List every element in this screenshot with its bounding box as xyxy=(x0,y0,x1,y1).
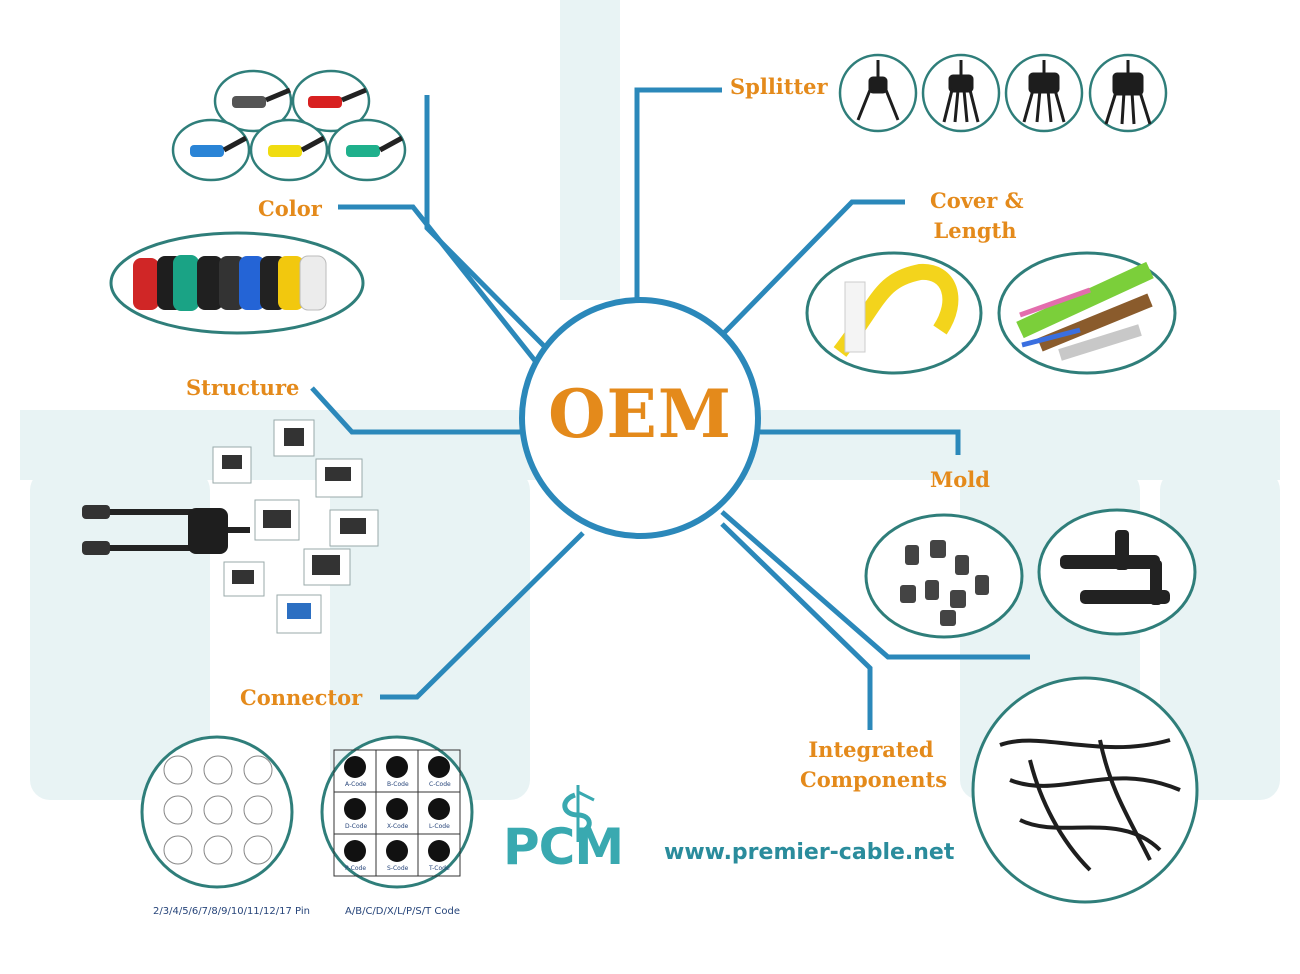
code-x: X-Code xyxy=(387,823,409,830)
code-t: T-Code xyxy=(429,865,450,872)
code-c: C-Code xyxy=(429,781,451,788)
line-splitter xyxy=(634,87,722,300)
integrated-label-line1: Integrated xyxy=(808,737,934,762)
mold-label: Mold xyxy=(930,467,990,492)
line-color-b xyxy=(338,204,538,364)
harness-image xyxy=(971,676,1199,904)
oem-title: OEM xyxy=(548,375,732,453)
branch-lines xyxy=(310,87,1030,730)
spool-rolls xyxy=(133,255,327,311)
website-url[interactable]: www.premier-cable.net xyxy=(664,840,955,865)
cover-length-label-line2: Length xyxy=(933,218,1017,244)
pins-caption: 2/3/4/5/6/7/8/9/10/11/12/17 Pin xyxy=(153,906,310,917)
line-cover xyxy=(720,199,905,337)
code-s: S-Code xyxy=(387,865,409,872)
codes-caption: A/B/C/D/X/L/P/S/T Code xyxy=(345,906,461,917)
code-a: A-Code xyxy=(345,781,367,788)
structure-label: Structure xyxy=(186,375,300,400)
tape-measure xyxy=(833,264,959,357)
code-b: B-Code xyxy=(387,781,409,788)
color-connector-details xyxy=(190,87,404,157)
cover-length-label: Cover & Length xyxy=(930,186,1024,247)
code-d: D-Code xyxy=(345,823,368,830)
code-p: P-Code xyxy=(345,865,367,872)
pcm-logo-mark xyxy=(562,785,595,842)
color-connector-images xyxy=(171,69,407,182)
connector-images xyxy=(140,735,474,889)
integrated-label-line2: Components xyxy=(800,767,948,793)
color-label: Color xyxy=(258,196,322,221)
line-connector xyxy=(380,531,585,700)
harness-wires xyxy=(999,738,1181,872)
cable-cross-section xyxy=(1016,261,1154,361)
splitter-cables xyxy=(856,60,1152,125)
line-integrated-a xyxy=(720,510,1030,660)
line-structure xyxy=(310,386,520,435)
connector-label: Connector xyxy=(240,685,363,710)
integrated-components-label: Integrated Components xyxy=(800,735,948,796)
pcm-logo-text: PCM xyxy=(503,818,624,876)
oem-center-circle xyxy=(519,297,761,539)
line-integrated-b xyxy=(720,522,873,730)
splitter-label: Spllitter xyxy=(730,74,828,99)
code-l: L-Code xyxy=(429,823,450,830)
mold-parts xyxy=(900,530,1170,626)
cover-length-label-line1: Cover & xyxy=(930,188,1024,213)
line-mold xyxy=(760,429,961,455)
line-color-a xyxy=(424,95,548,350)
structure-images xyxy=(82,419,379,634)
